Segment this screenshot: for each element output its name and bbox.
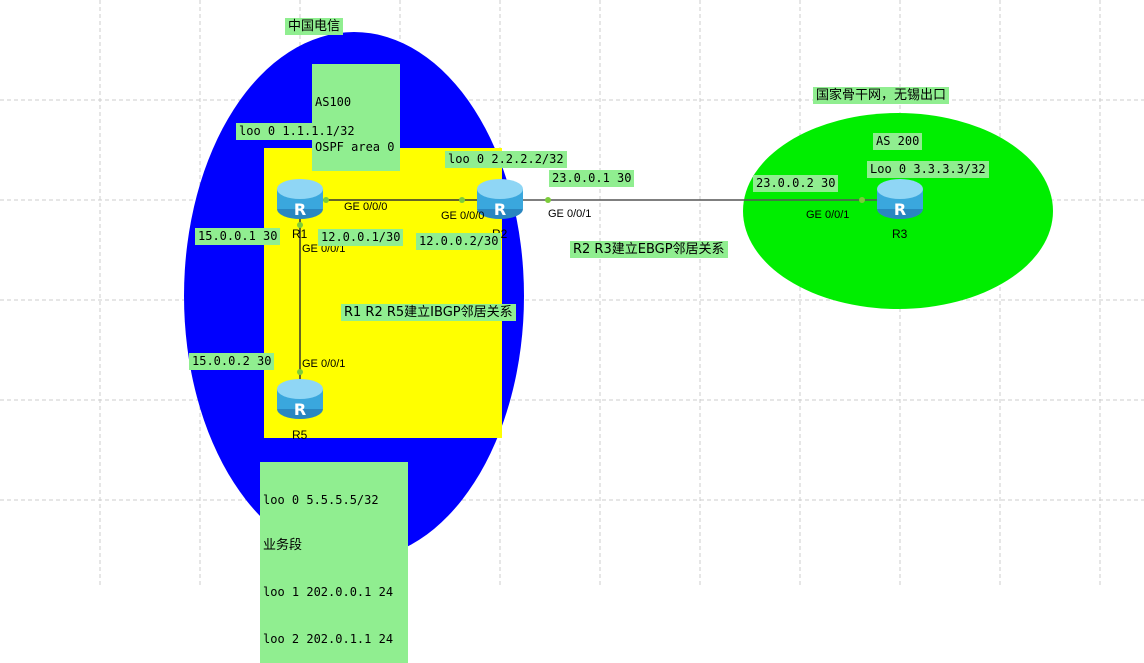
router-r1-name: R1 [292, 227, 308, 241]
ibgp-note: R1 R2 R5建立IBGP邻居关系 [341, 304, 516, 321]
svg-text:R: R [294, 200, 306, 219]
r2-r3-link-r2-ip: 23.0.0.1 30 [549, 170, 635, 187]
r1-loopback-label: loo 0 1.1.1.1/32 [236, 123, 358, 140]
r2-ge000-label: GE 0/0/0 [441, 210, 485, 222]
r5-loo2-text: loo 2 202.0.1.1 24 [263, 632, 394, 646]
svg-text:R: R [494, 200, 506, 219]
business-segment-text: 业务段 [263, 538, 303, 553]
r1-r5-link-r5-ip: 15.0.0.2 30 [189, 353, 275, 370]
svg-text:R: R [294, 400, 306, 419]
ebgp-note: R2 R3建立EBGP邻居关系 [570, 241, 728, 258]
r1-ge000-label: GE 0/0/0 [344, 201, 388, 213]
r1-r5-link-r1-ip: 15.0.0.1 30 [195, 228, 281, 245]
r3-ge001-label: GE 0/0/1 [806, 209, 850, 221]
router-r5-name: R5 [292, 428, 308, 442]
as200-label: AS 200 [873, 133, 923, 150]
r3-loopback-label: Loo 0 3.3.3.3/32 [867, 161, 989, 178]
svg-text:R: R [894, 200, 906, 219]
r2-ge001-label: GE 0/0/1 [548, 208, 592, 220]
as100-label: AS100 OSPF area 0 [312, 64, 400, 171]
r1-ge001-label: GE 0/0/1 [302, 243, 346, 255]
interface-dot [297, 222, 303, 228]
r5-loo1-text: loo 1 202.0.0.1 24 [263, 585, 394, 599]
interface-dot [297, 369, 303, 375]
national-backbone-label: 国家骨干网，无锡出口 [813, 87, 950, 104]
router-r5-icon[interactable]: R [275, 377, 325, 421]
r5-ge001-label: GE 0/0/1 [302, 358, 346, 370]
china-telecom-label: 中国电信 [285, 18, 344, 35]
r2-r3-link-r3-ip: 23.0.0.2 30 [753, 175, 839, 192]
router-r3-icon[interactable]: R [875, 177, 925, 221]
interface-dot [323, 197, 329, 203]
topology-canvas [0, 0, 1144, 587]
interface-dot [459, 197, 465, 203]
router-r3-name: R3 [892, 227, 908, 241]
as100-text: AS100 [315, 95, 352, 109]
router-r1-icon[interactable]: R [275, 177, 325, 221]
r5-loopback-text: loo 0 5.5.5.5/32 [263, 493, 379, 507]
interface-dot [545, 197, 551, 203]
ospf-area-text: OSPF area 0 [315, 140, 395, 154]
r5-loopback-block: loo 0 5.5.5.5/32 业务段 loo 1 202.0.0.1 24 … [260, 462, 408, 663]
router-r2-icon[interactable]: R [475, 177, 525, 221]
interface-dot [859, 197, 865, 203]
r1-r2-link-r2-ip: 12.0.0.2/30 [416, 233, 502, 250]
r1-r2-link-r1-ip: 12.0.0.1/30 [318, 229, 404, 246]
r2-loopback-label: loo 0 2.2.2.2/32 [445, 151, 567, 168]
